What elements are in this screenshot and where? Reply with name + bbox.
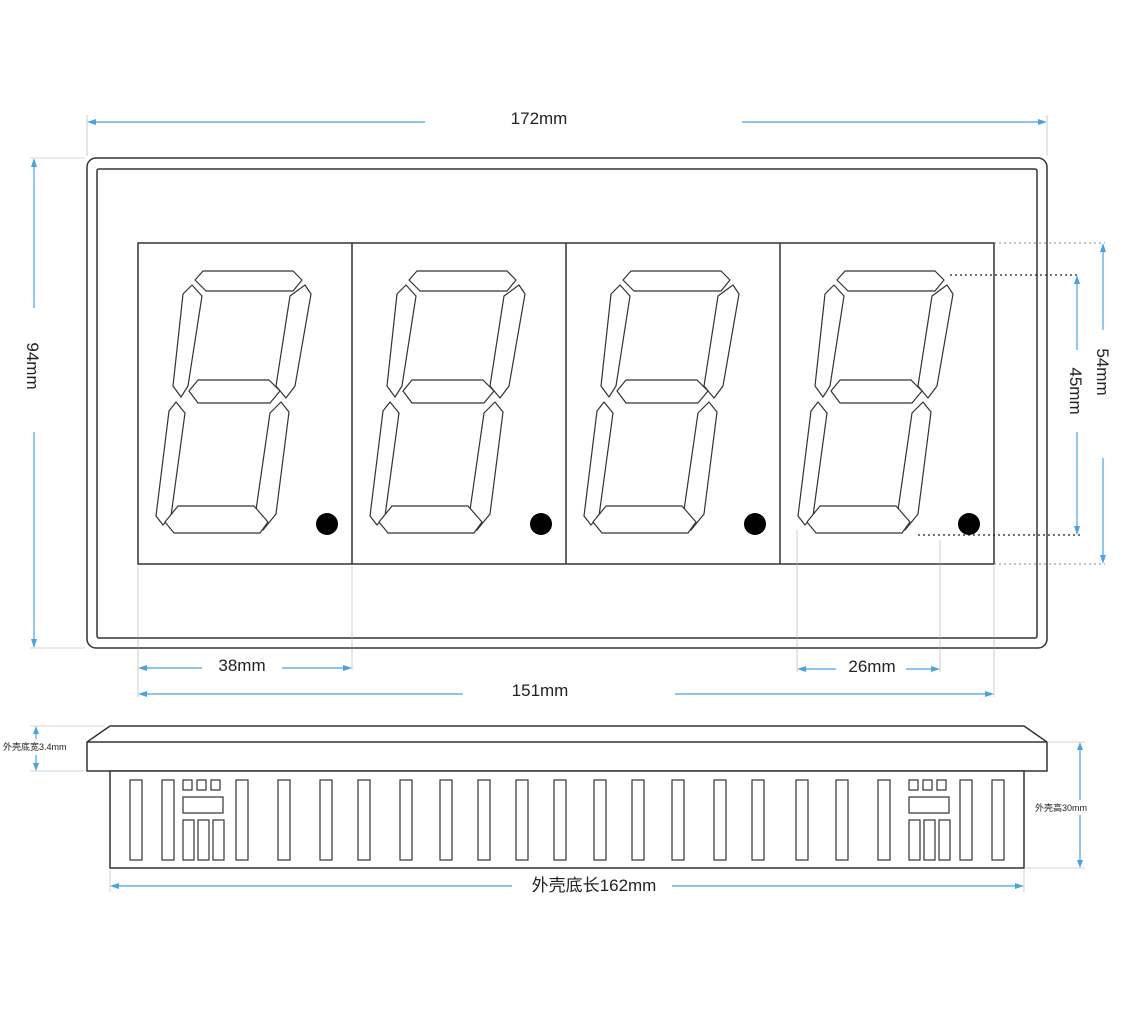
vent-slot [319,779,333,861]
dimension-label-pitch: 38mm [218,656,265,675]
vent-slot [751,779,765,861]
vent-slot [593,779,607,861]
front-view [86,157,1048,649]
vent-slot [477,779,491,861]
housing-body [109,770,1025,869]
bezel-lip [86,725,1048,772]
vent-slot [835,779,849,861]
side-view [86,725,1048,869]
vent-slot [795,779,809,861]
connector-block [908,779,951,861]
vent-slot [959,779,973,861]
vent-slot [439,779,453,861]
dimension-digit-height: 45mm [1066,275,1085,535]
dimension-label-width: 172mm [511,109,568,128]
vent-slot [235,779,249,861]
decimal-point [530,513,552,535]
dimension-digit-width: 26mm [797,657,940,676]
dimension-housing-length: 外壳底长162mm [109,870,1025,895]
dimension-label-bezel: 外壳底宽3.4mm [3,741,67,752]
dimension-digit-pitch: 38mm [138,656,352,675]
dimension-label-housing-length: 外壳底长162mm [532,876,657,895]
vent-slot [357,779,371,861]
decimal-point [316,513,338,535]
dimension-label-digit-width: 26mm [848,657,895,676]
vent-slot [161,779,175,861]
dimension-overall-width: 172mm [87,109,1047,128]
extension-lines [30,115,1105,697]
vent-slot [671,779,685,861]
connector-block [182,779,225,861]
vent-slot [631,779,645,861]
dimension-label-height: 94mm [23,342,42,389]
decimal-point [958,513,980,535]
dimension-label-housing-height: 外壳高30mm [1035,802,1087,813]
decimal-point [744,513,766,535]
dimension-window-height: 54mm [1093,243,1112,564]
vent-slot [991,779,1005,861]
vent-slot [713,779,727,861]
dimension-housing-height: 外壳高30mm [1026,741,1087,869]
vent-slots [129,779,1005,861]
vent-slot [129,779,143,861]
dimension-label-digit-height: 45mm [1066,367,1085,414]
dimension-label-window-height: 54mm [1093,348,1112,395]
dimension-overall-height: 94mm [23,158,42,648]
dimension-display-width: 151mm [138,681,994,700]
vent-slot [553,779,567,861]
vent-slot [877,779,891,861]
dimension-label-display-width: 151mm [512,681,569,700]
vent-slot [515,779,529,861]
dimension-bezel-thickness: 外壳底宽3.4mm [3,725,105,772]
vent-slot [277,779,291,861]
vent-slot [399,779,413,861]
